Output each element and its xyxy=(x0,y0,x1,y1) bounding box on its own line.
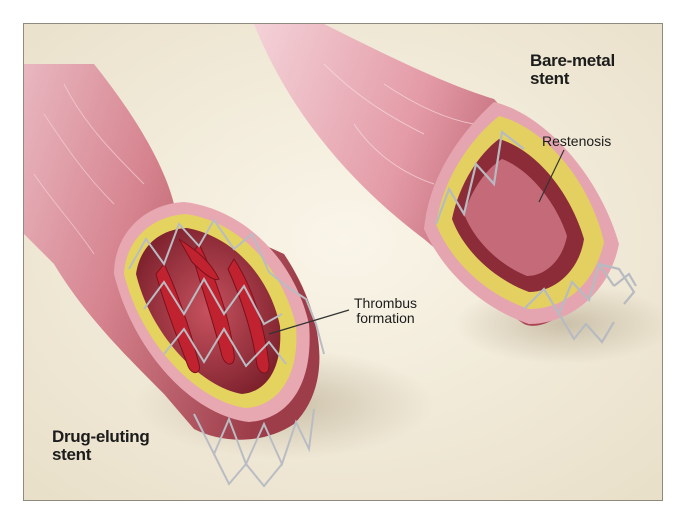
thrombus-leader-line xyxy=(268,309,350,335)
drug-eluting-stent-label: Drug-eluting stent xyxy=(52,427,150,464)
bare-metal-stent-wires xyxy=(434,129,637,344)
bare-metal-stent-label: Bare-metal stent xyxy=(530,52,615,88)
diagram-frame: Drug-eluting stent Bare-metal stent Rest… xyxy=(23,23,663,501)
drug-eluting-label-line1: Drug-eluting xyxy=(52,427,150,446)
drug-eluting-label-line2: stent xyxy=(52,444,92,464)
thrombus-formation-label: Thrombus formation xyxy=(354,296,417,325)
bare-metal-label-line2: stent xyxy=(530,68,570,88)
restenosis-label: Restenosis xyxy=(542,133,612,149)
drug-eluting-vessel xyxy=(24,64,325,488)
drug-eluting-stent-wires xyxy=(128,218,325,488)
thrombus-clots xyxy=(155,238,270,374)
bare-metal-label-line1: Bare-metal xyxy=(530,51,615,70)
bare-metal-vessel xyxy=(254,24,637,344)
restenosis-leader-line xyxy=(538,149,565,203)
thrombus-label-line1: Thrombus xyxy=(354,295,418,311)
thrombus-label-line2: formation xyxy=(356,309,415,326)
stent-illustration xyxy=(24,24,662,500)
